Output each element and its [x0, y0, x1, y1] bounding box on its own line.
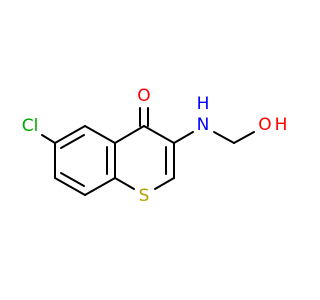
bond-c3-n — [173, 131, 194, 144]
bond-c4-c4a — [114, 125, 145, 144]
bond-c5-c6-inner — [60, 134, 85, 149]
bond-c5-c6 — [54, 125, 86, 144]
atom-sulfur: S — [139, 186, 150, 206]
atom-hydroxyl-oxygen: O — [258, 115, 271, 135]
bond-c4a-c5 — [84, 125, 116, 144]
molecule-canvas: O Cl N H O H S — [22, 86, 288, 206]
bonds — [41, 107, 255, 196]
atom-chlorine: Cl — [22, 116, 39, 136]
bond-c6-cl — [41, 134, 56, 144]
bond-c8-c8a — [84, 177, 116, 196]
bond-c4-c3 — [143, 125, 175, 144]
bond-c7-c8 — [54, 177, 86, 196]
atom-hydroxyl-hydrogen: H — [275, 115, 288, 135]
atom-nitrogen: N — [197, 115, 210, 135]
atom-nitrogen-hydrogen: H — [197, 94, 210, 114]
bond-c2-s — [154, 177, 175, 190]
molecule-structure: O Cl N H O H S — [22, 86, 288, 206]
atom-oxygen-keto: O — [137, 86, 150, 106]
atom-labels: O Cl N H O H S — [22, 86, 288, 206]
bond-n-ch2 — [213, 131, 235, 144]
bond-s-c8a — [114, 177, 135, 190]
bond-c7-c8-inner — [60, 172, 85, 187]
bond-ch2-o — [233, 131, 255, 144]
